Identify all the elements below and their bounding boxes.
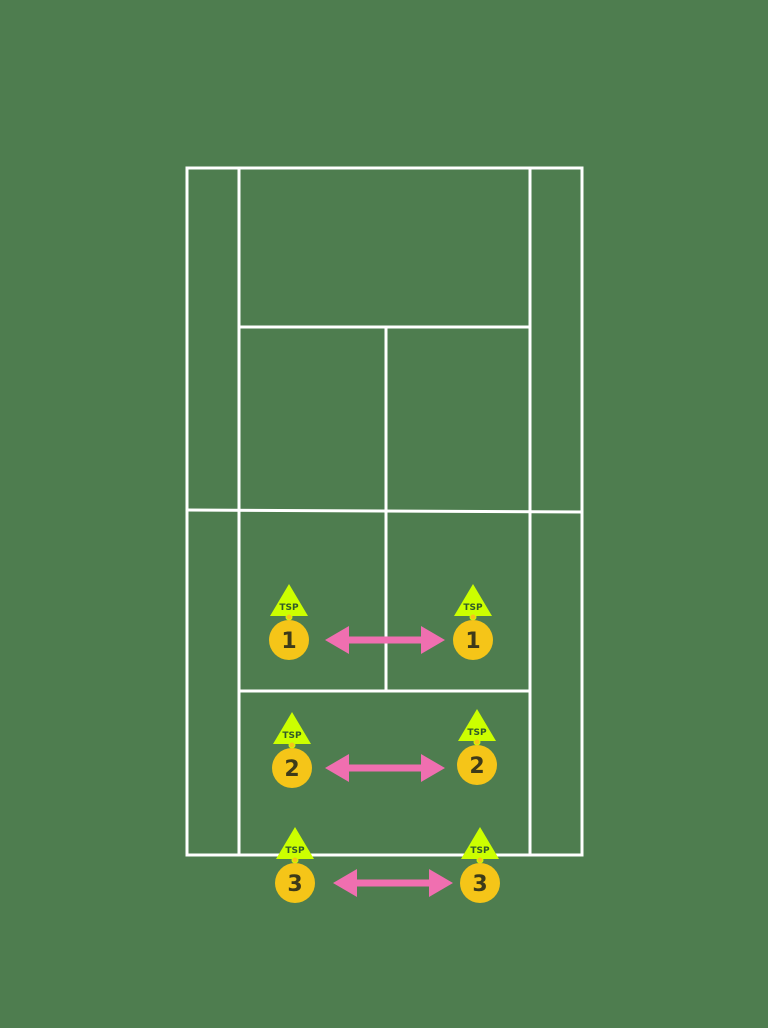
movement-arrow-3 (333, 869, 453, 897)
player-number: 2 (469, 754, 484, 779)
cone-right-1: TSP (454, 584, 492, 621)
cone-connector-dot (469, 613, 477, 621)
cone-label: TSP (279, 603, 299, 613)
double-headed-arrow-icon (325, 626, 445, 654)
cone-left-2: TSP (273, 712, 311, 749)
tennis-court (185, 166, 584, 857)
player-right-2: 2 (457, 745, 497, 785)
player-circle-icon (269, 620, 309, 660)
cone-connector-dot (291, 856, 299, 864)
player-circle-icon (275, 863, 315, 903)
player-left-1: 1 (269, 620, 309, 660)
player-circle-icon (272, 748, 312, 788)
player-left-3: 3 (275, 863, 315, 903)
player-number: 2 (284, 757, 299, 782)
cone-connector-dot (288, 741, 296, 749)
player-right-3: 3 (460, 863, 500, 903)
cone-label: TSP (467, 728, 487, 738)
cone-right-2: TSP (458, 709, 496, 746)
cone-left-1: TSP (270, 584, 308, 621)
player-left-2: 2 (272, 748, 312, 788)
cone-connector-dot (473, 738, 481, 746)
cone-icon (454, 584, 492, 616)
movement-arrow-2 (325, 754, 445, 782)
cone-label: TSP (463, 603, 483, 613)
player-circle-icon (460, 863, 500, 903)
cone-icon (273, 712, 311, 744)
double-headed-arrow-icon (333, 869, 453, 897)
cone-connector-dot (285, 613, 293, 621)
cone-label: TSP (470, 846, 490, 856)
movement-arrow-1 (325, 626, 445, 654)
player-number: 1 (465, 629, 480, 654)
cone-right-3: TSP (461, 827, 499, 864)
cone-icon (270, 584, 308, 616)
player-circle-icon (457, 745, 497, 785)
player-number: 1 (281, 629, 296, 654)
cone-icon (461, 827, 499, 859)
cone-label: TSP (282, 731, 302, 741)
cone-icon (458, 709, 496, 741)
player-number: 3 (287, 872, 302, 897)
cone-icon (276, 827, 314, 859)
cone-label: TSP (285, 846, 305, 856)
cone-connector-dot (476, 856, 484, 864)
player-right-1: 1 (453, 620, 493, 660)
cone-left-3: TSP (276, 827, 314, 864)
player-circle-icon (453, 620, 493, 660)
double-headed-arrow-icon (325, 754, 445, 782)
player-number: 3 (472, 872, 487, 897)
